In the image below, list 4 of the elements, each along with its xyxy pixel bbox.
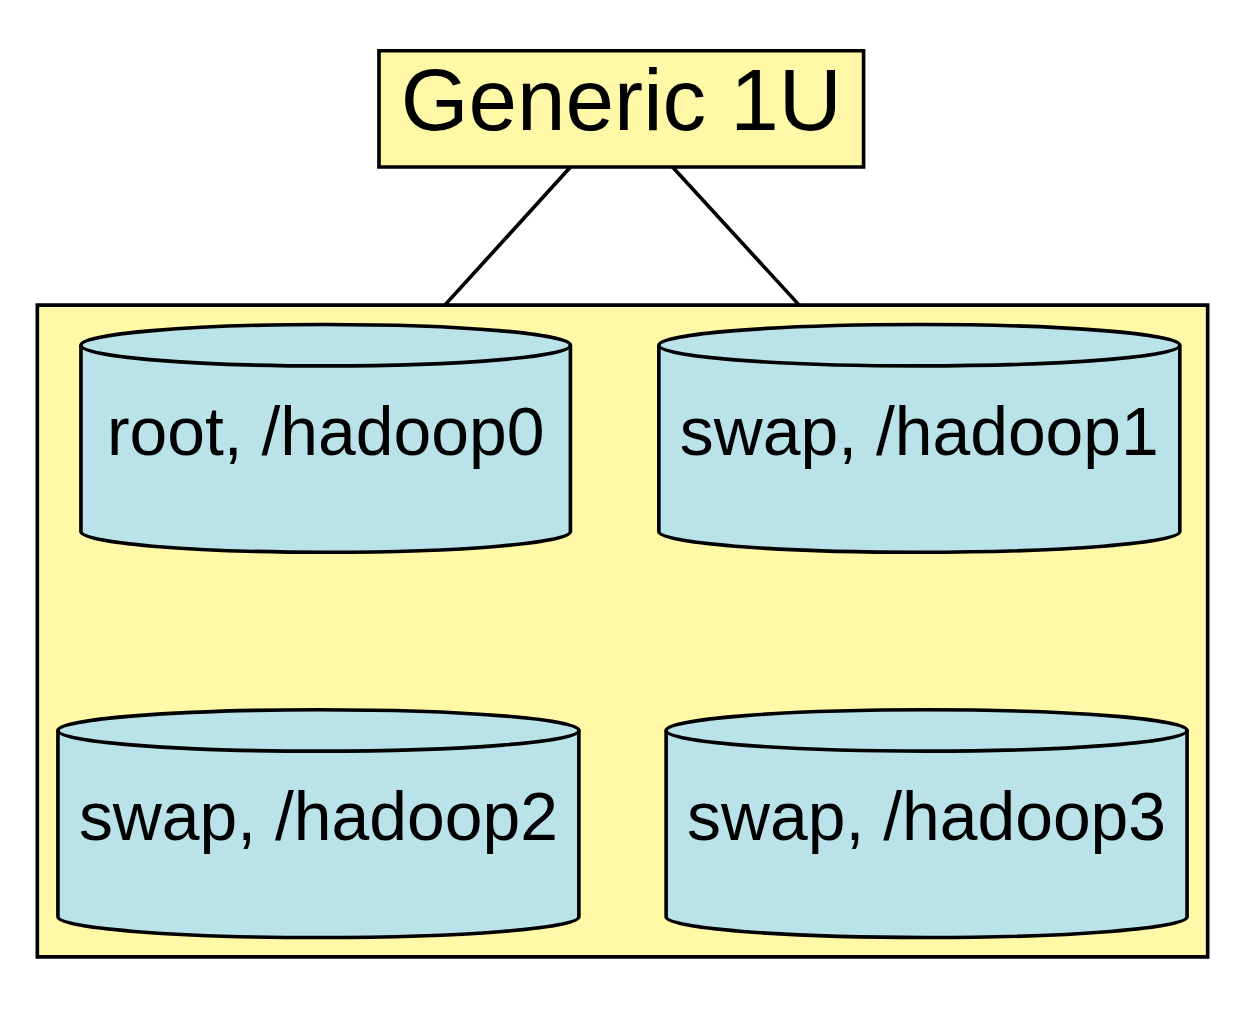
connector bbox=[443, 165, 572, 307]
node-box: Generic 1U bbox=[377, 48, 866, 169]
cluster bbox=[35, 303, 1210, 959]
connector bbox=[671, 165, 801, 307]
